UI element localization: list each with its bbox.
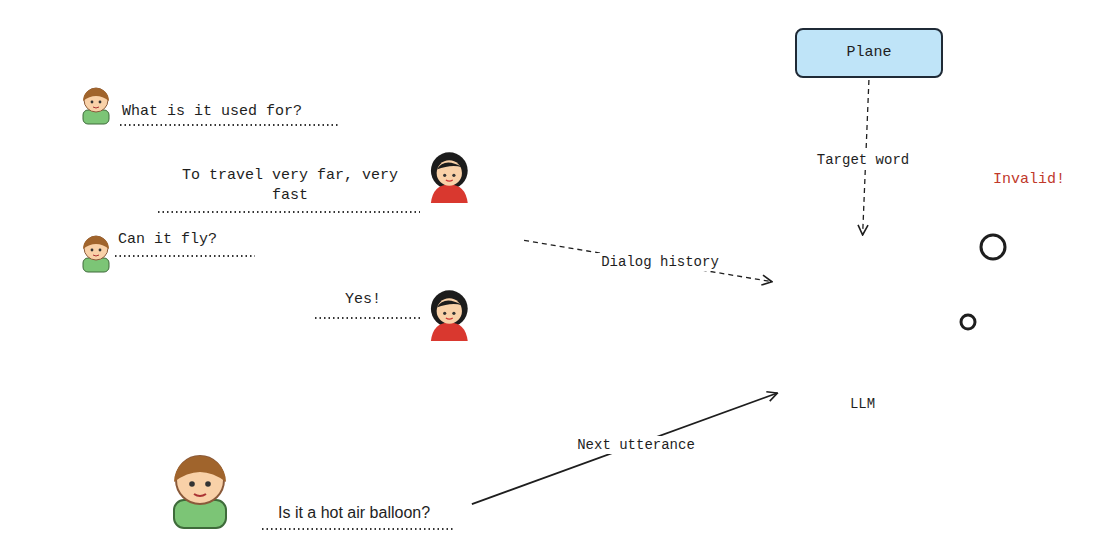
dotted-underline [115,125,455,529]
thought-bubble [961,235,1005,329]
utterance: Is it a hot air balloon? [155,435,470,532]
utterance-text: Yes! [345,290,381,310]
target-box-text: Plane [797,43,941,63]
boy-avatar [83,88,109,124]
llm-robot: LLM [775,238,950,415]
utterance-text: What is it used for? [122,102,302,122]
boy-avatar [83,236,109,272]
llm-robot-text: LLM [775,394,950,414]
edge-label: Target word [813,151,913,169]
thought-cloud-text: Invalid! [955,170,1103,190]
utterance-text: Is it a hot air balloon? [278,503,430,523]
boy-avatar [174,456,226,528]
edge-label: Next utterance [573,436,699,454]
dialog-ellipse: What is it used for? To travel very far, … [0,2,545,345]
connector [472,393,778,504]
thought-cloud: Invalid! [955,130,1103,230]
utterance-text: Can it fly? [118,230,217,250]
connector [524,240,772,281]
woman-avatar [431,290,468,341]
edge-label: Dialog history [597,253,723,271]
woman-avatar [431,152,468,203]
shape-outline [775,238,950,415]
target-box: Plane [795,28,943,78]
utterance-text: To travel very far, very fast [160,166,420,206]
